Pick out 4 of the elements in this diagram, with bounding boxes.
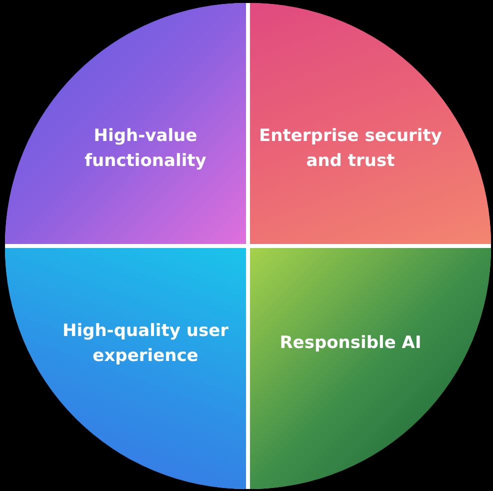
quadrant-label: Responsible AI — [280, 332, 422, 356]
quadrant-label: High-quality user experience — [61, 320, 230, 368]
quadrant-label: Enterprise security and trust — [258, 124, 443, 172]
quadrant-label: High-value functionality — [84, 124, 208, 172]
